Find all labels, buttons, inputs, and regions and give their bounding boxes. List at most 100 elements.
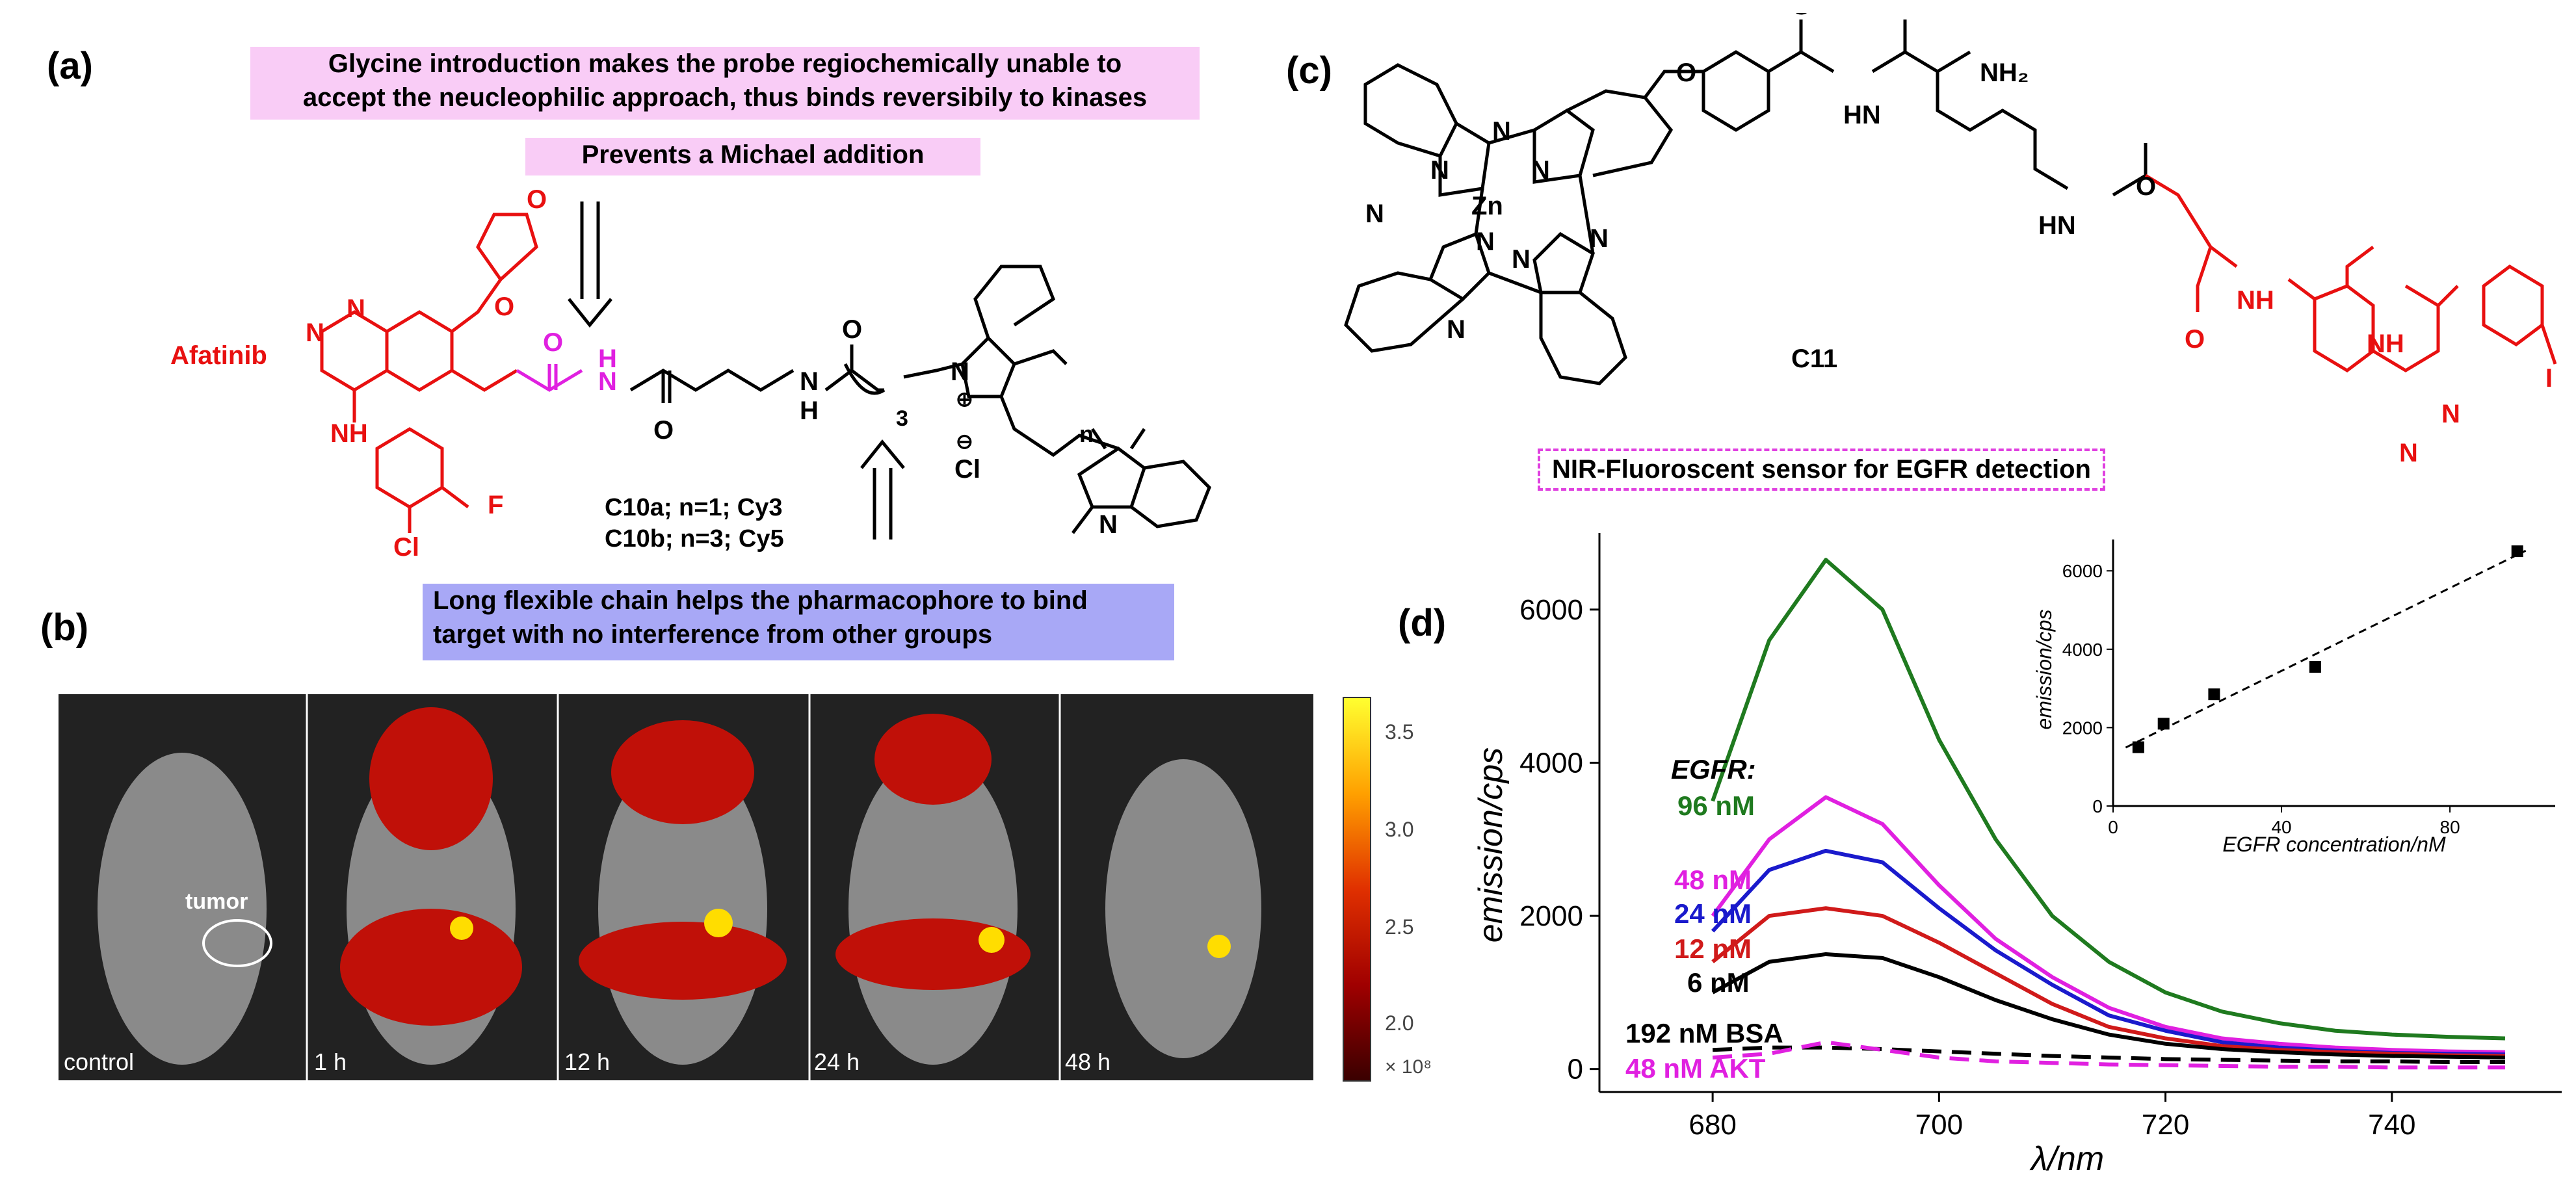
series-line-48-nm-akt <box>1712 1040 2505 1070</box>
inset-ytick-label: 2000 <box>2062 718 2103 738</box>
c11-o-amide1: O <box>1791 13 1811 20</box>
main-xtick-label: 680 <box>1689 1109 1736 1141</box>
c11-structure: N N N N N N N N Zn O O HN NH₂ HN O NH O … <box>1344 13 2557 467</box>
c11-label: C11 <box>1791 344 1838 373</box>
c11-nh-aniline: NH <box>2367 330 2404 358</box>
atom-f: F <box>488 491 503 519</box>
inset-xtick-label: 80 <box>2440 817 2460 837</box>
sensor-label-box: NIR-Fluoroscent sensor for EGFR detectio… <box>1538 448 2105 491</box>
inset-x-label: EGFR concentration/nM <box>2222 833 2446 856</box>
inset-fit-line <box>2125 549 2527 749</box>
pc-n-4: N <box>1512 245 1531 274</box>
atom-cl: Cl <box>393 533 419 562</box>
compound-c10b-label: C10b; n=3; Cy5 <box>605 525 784 552</box>
inset-data-point <box>2511 545 2523 558</box>
c11-o-amide2: O <box>2136 172 2156 201</box>
main-xtick-label: 740 <box>2368 1109 2415 1141</box>
glycine-note: Glycine introduction makes the probe reg… <box>250 47 1200 120</box>
pc-zn: Zn <box>1471 192 1503 220</box>
atom-n-1: N <box>347 294 365 323</box>
atom-h-gly: H <box>598 344 617 373</box>
inset-data-point <box>2157 718 2170 730</box>
tumor-circle <box>202 919 272 967</box>
main-ytick-label: 6000 <box>1519 594 1583 626</box>
legend-bsa: 192 nM BSA <box>1625 1018 1783 1048</box>
c11-n-quin2: N <box>2441 400 2460 428</box>
legend-6nm: 6 nM <box>1687 967 1750 998</box>
main-xtick-label: 720 <box>2142 1109 2189 1141</box>
legend-24nm: 24 nM <box>1674 898 1752 929</box>
frame-label-12h: 12 h <box>564 1048 611 1075</box>
c11-hn-1: HN <box>1843 101 1881 129</box>
inset-xtick-label: 40 <box>2271 817 2291 837</box>
inset-ytick-label: 6000 <box>2062 561 2103 581</box>
afatinib-probe-structure: N N O O NH F Cl O H N O N H O 3 N ⊕ ⊖ Cl… <box>306 185 1211 562</box>
atom-o-amide1: O <box>653 416 674 445</box>
colorbar-tick-1: 3.5 <box>1385 720 1414 744</box>
atom-sub3: 3 <box>896 406 908 431</box>
frame-label-control: control <box>64 1048 135 1075</box>
c11-o-red: O <box>2185 325 2205 354</box>
atom-h-amide2: H <box>800 396 819 425</box>
series-line-48-nm <box>1711 795 2505 1054</box>
colorbar-unit: × 10⁸ <box>1385 1056 1432 1078</box>
main-ytick-label: 4000 <box>1519 747 1583 779</box>
afatinib-label: Afatinib <box>170 341 267 370</box>
flexible-chain-note-line2: target with no interference from other g… <box>433 620 993 649</box>
series-line-6-nm <box>1711 952 2505 1060</box>
frame-label-24h: 24 h <box>814 1048 860 1075</box>
legend-96nm: 96 nM <box>1677 790 1755 821</box>
inset-xtick-label: 0 <box>2108 817 2118 837</box>
panel-b-letter: (b) <box>40 606 89 649</box>
main-x-label: λ/nm <box>2029 1140 2104 1178</box>
pc-n-5: N <box>1492 117 1511 146</box>
c11-nh-red: NH <box>2237 286 2274 315</box>
glycine-note-line2: accept the neucleophilic approach, thus … <box>302 83 1148 112</box>
pc-n-1: N <box>1430 156 1449 185</box>
atom-n-indoline: N <box>1099 510 1118 539</box>
glycine-note-line1: Glycine introduction makes the probe reg… <box>328 49 1122 78</box>
frame-label-1h: 1 h <box>314 1048 347 1075</box>
up-arrow-icon <box>860 439 905 540</box>
down-arrow-icon <box>568 202 612 328</box>
colorbar <box>1343 697 1371 1082</box>
inset-y-label: emission/cps <box>2032 610 2056 730</box>
atom-n-amide2: N <box>800 367 819 396</box>
c11-n-quin1: N <box>2399 439 2418 467</box>
legend-12nm: 12 nM <box>1674 933 1752 964</box>
c11-iodine: I <box>2545 364 2553 393</box>
atom-o-ketone: O <box>543 328 563 357</box>
tumor-label: tumor <box>185 889 248 914</box>
panel-d-letter: (d) <box>1398 602 1447 644</box>
colorbar-tick-3: 2.5 <box>1385 915 1414 939</box>
c11-o-ether: O <box>1676 58 1696 87</box>
main-xtick-label: 700 <box>1915 1109 1963 1141</box>
frame-label-48h: 48 h <box>1065 1048 1111 1075</box>
flexible-chain-note-line1: Long flexible chain helps the pharmacoph… <box>433 586 1088 615</box>
pc-n-7: N <box>1590 224 1609 253</box>
flexible-chain-note: Long flexible chain helps the pharmacoph… <box>423 584 1174 660</box>
emission-chart: 680 700 720 740 0 2000 4000 6000 λ/nm emission/… <box>1472 533 2562 1178</box>
atom-plus: ⊕ <box>956 387 973 411</box>
atom-o-thf: O <box>527 185 547 214</box>
main-axes <box>1598 533 2562 1093</box>
inset-data-point <box>2309 660 2321 673</box>
atom-n-gly: N <box>598 367 617 396</box>
michael-note: Prevents a Michael addition <box>525 138 980 176</box>
mouse-imaging-strip: tumor control 1 h 12 h 24 h 48 h <box>59 694 1313 1080</box>
pc-n-3: N <box>1476 228 1495 256</box>
main-y-label: emission/cps <box>1472 748 1510 943</box>
atom-minus: ⊖ <box>956 430 973 453</box>
legend-48nm: 48 nM <box>1674 864 1752 895</box>
pc-n-2: N <box>1531 156 1550 185</box>
inset-data-point <box>2132 741 2144 753</box>
inset-ytick-label: 4000 <box>2062 640 2103 660</box>
atom-n-indolium: N <box>951 358 969 386</box>
colorbar-tick-4: 2.0 <box>1385 1011 1414 1035</box>
pc-n-8: N <box>1447 315 1465 344</box>
atom-cl-counterion: Cl <box>954 455 980 484</box>
inset-data-point <box>2208 688 2220 701</box>
c11-hn-2: HN <box>2038 211 2076 240</box>
series-line-192-nm-bsa <box>1712 1045 2505 1065</box>
